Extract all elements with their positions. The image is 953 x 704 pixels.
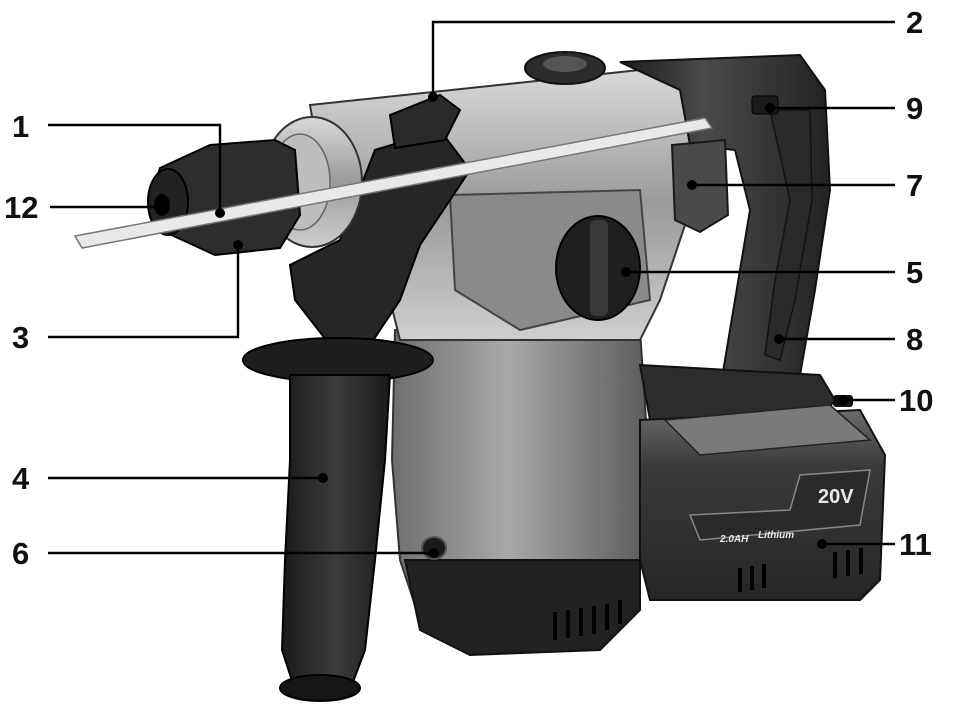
leader-8-dot <box>774 334 784 344</box>
leader-5-dot <box>621 267 631 277</box>
leader-3 <box>48 245 240 339</box>
leader-2 <box>431 20 895 97</box>
handle-grip-insert <box>764 109 813 361</box>
leader-11-dot <box>817 539 827 549</box>
base-vents <box>553 600 622 640</box>
battery-pack <box>639 408 887 601</box>
battery-label-panel <box>688 469 871 541</box>
leader-2-dot <box>428 92 438 102</box>
lock-on-button <box>751 95 779 115</box>
battery-chemistry-label: Lithium <box>758 530 794 541</box>
motor-base <box>403 559 641 657</box>
callout-11: 11 <box>899 527 932 562</box>
callout-3: 3 <box>12 320 29 355</box>
callout-1: 1 <box>12 109 29 144</box>
battery-vents <box>738 548 863 592</box>
leader-1 <box>48 123 222 213</box>
callout-9: 9 <box>906 91 923 126</box>
top-cap-inner <box>543 56 587 72</box>
leader-7-dot <box>687 180 697 190</box>
leader-6-dot <box>429 548 439 558</box>
battery-capacity-label: 2.0AH <box>719 534 749 545</box>
tool-illustration: 20V 2.0AH Lithium <box>73 51 887 702</box>
callout-12: 12 <box>4 190 38 225</box>
leader-3-dot <box>233 240 243 250</box>
callout-5: 5 <box>906 255 923 290</box>
callout-numbers: 1 2 3 4 5 6 7 8 9 10 11 12 <box>4 5 933 571</box>
battery-top-shell <box>663 404 872 456</box>
aux-handle-end-cap <box>279 674 361 702</box>
battery-voltage-label: 20V <box>818 486 854 508</box>
aux-handle-grip <box>280 374 392 691</box>
leader-10-dot <box>838 395 848 405</box>
mode-selector-ridge <box>590 220 608 316</box>
callout-2: 2 <box>906 5 923 40</box>
callout-10: 10 <box>899 383 933 418</box>
depth-rod <box>73 117 714 249</box>
leader-lines <box>48 20 895 558</box>
leader-9-dot <box>765 103 775 113</box>
leader-1-dot <box>215 208 225 218</box>
callout-4: 4 <box>12 461 30 496</box>
callout-6: 6 <box>12 536 29 571</box>
leader-12-dot <box>158 202 168 212</box>
callout-7: 7 <box>906 168 923 203</box>
leader-4-dot <box>318 473 328 483</box>
callout-8: 8 <box>906 322 923 357</box>
